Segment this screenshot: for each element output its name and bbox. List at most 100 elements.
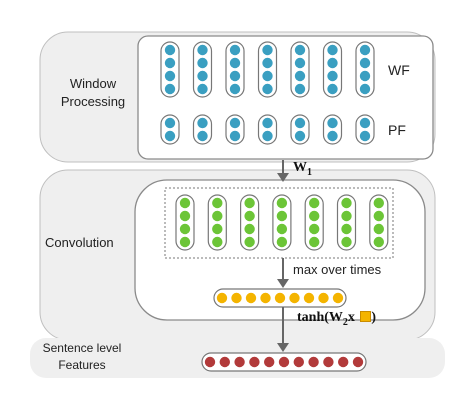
arrow-max-pool — [277, 258, 289, 288]
conv-column — [175, 194, 195, 251]
window-frame — [137, 35, 434, 160]
wf-neuron — [294, 83, 306, 95]
wf-neuron — [294, 44, 306, 56]
wf-neuron — [197, 57, 208, 69]
conv-neuron — [212, 223, 223, 235]
pf-neuron — [164, 130, 176, 142]
wf-neuron — [294, 70, 306, 82]
conv-neuron — [276, 223, 288, 235]
conv-neuron — [341, 197, 352, 209]
wf-neuron — [262, 83, 273, 95]
sentence-neuron — [278, 356, 290, 368]
sentence-level-label-line1: Sentence level — [42, 341, 122, 355]
sentence-neuron — [234, 356, 245, 368]
wf-neuron — [164, 83, 176, 95]
wf-column — [225, 41, 245, 98]
window-processing-label: Window Processing — [58, 75, 128, 111]
pf-neuron — [327, 130, 338, 142]
wf-neuron — [229, 83, 241, 95]
pool-vector-group — [213, 288, 347, 308]
wf-column — [355, 41, 375, 98]
pool-neuron — [245, 292, 257, 304]
sentence-neuron — [338, 356, 349, 368]
tanh-square-icon — [360, 311, 372, 322]
conv-neuron — [309, 223, 320, 235]
arrow-w1 — [277, 160, 289, 182]
conv-neuron — [373, 236, 384, 248]
pool-neuron — [289, 292, 300, 304]
pf-neuron — [359, 117, 371, 129]
wf-neuron — [327, 83, 338, 95]
conv-neuron — [179, 197, 191, 209]
conv-column — [369, 194, 389, 251]
conv-neuron — [309, 197, 320, 209]
tanh-suffix: x — [347, 310, 355, 325]
pool-neuron — [231, 292, 242, 304]
wf-column — [290, 41, 310, 98]
sentence-neuron — [249, 356, 260, 368]
sentence-neuron — [293, 356, 304, 368]
wf-neuron — [229, 70, 241, 82]
wf-neuron — [359, 57, 371, 69]
pf-neuron — [229, 130, 241, 142]
conv-neuron — [276, 236, 288, 248]
window-processing-label-line2: Processing — [60, 94, 126, 109]
pool-neuron — [318, 292, 329, 304]
pf-neuron — [359, 130, 371, 142]
conv-column — [336, 194, 357, 251]
conv-column — [272, 194, 292, 251]
pf-neuron — [294, 117, 306, 129]
conv-column — [240, 194, 260, 251]
pool-neuron — [260, 292, 271, 304]
wf-neuron — [262, 70, 273, 82]
convolution-label: Convolution — [45, 235, 114, 250]
conv-neuron — [341, 236, 352, 248]
wf-neuron — [327, 44, 338, 56]
conv-neuron — [244, 236, 255, 248]
w1-sub: 1 — [307, 166, 312, 178]
wf-column — [192, 41, 213, 98]
max-over-times-label: max over times — [293, 262, 382, 277]
conv-column — [207, 194, 227, 251]
sentence-level-label: Sentence level Features — [22, 340, 142, 374]
wf-column — [322, 41, 343, 98]
convolution-filter-box — [164, 187, 394, 259]
wf-neuron — [197, 83, 208, 95]
conv-neuron — [373, 210, 384, 222]
conv-neuron — [276, 197, 288, 209]
pool-neuron — [303, 292, 315, 304]
wf-column — [160, 41, 180, 98]
conv-neuron — [244, 223, 255, 235]
conv-neuron — [179, 223, 191, 235]
pool-neuron — [332, 292, 344, 304]
wf-neuron — [164, 57, 176, 69]
wf-neuron — [359, 70, 371, 82]
conv-columns-group — [175, 194, 389, 251]
wf-neuron — [359, 83, 371, 95]
conv-neuron — [212, 236, 223, 248]
wf-neuron — [164, 70, 176, 82]
wf-neuron — [164, 44, 176, 56]
wf-neuron — [262, 44, 273, 56]
conv-neuron — [212, 210, 223, 222]
pf-neuron — [327, 117, 338, 129]
conv-neuron — [244, 210, 255, 222]
sentence-neuron — [204, 356, 216, 368]
conv-neuron — [373, 197, 384, 209]
wf-neuron — [197, 70, 208, 82]
tanh-prefix: tanh(W — [297, 310, 343, 325]
conv-neuron — [244, 197, 255, 209]
pool-neuron — [274, 292, 286, 304]
tanh-label: tanh(W2x ) — [297, 310, 376, 328]
sentence-neuron — [264, 356, 275, 368]
wf-neuron — [229, 44, 241, 56]
conv-neuron — [309, 236, 320, 248]
arrow-tanh — [277, 307, 289, 352]
w1-main: W — [293, 160, 307, 175]
wf-neuron — [327, 57, 338, 69]
pf-neuron — [229, 117, 241, 129]
sentence-neuron — [323, 356, 334, 368]
conv-neuron — [276, 210, 288, 222]
pf-neuron — [294, 130, 306, 142]
